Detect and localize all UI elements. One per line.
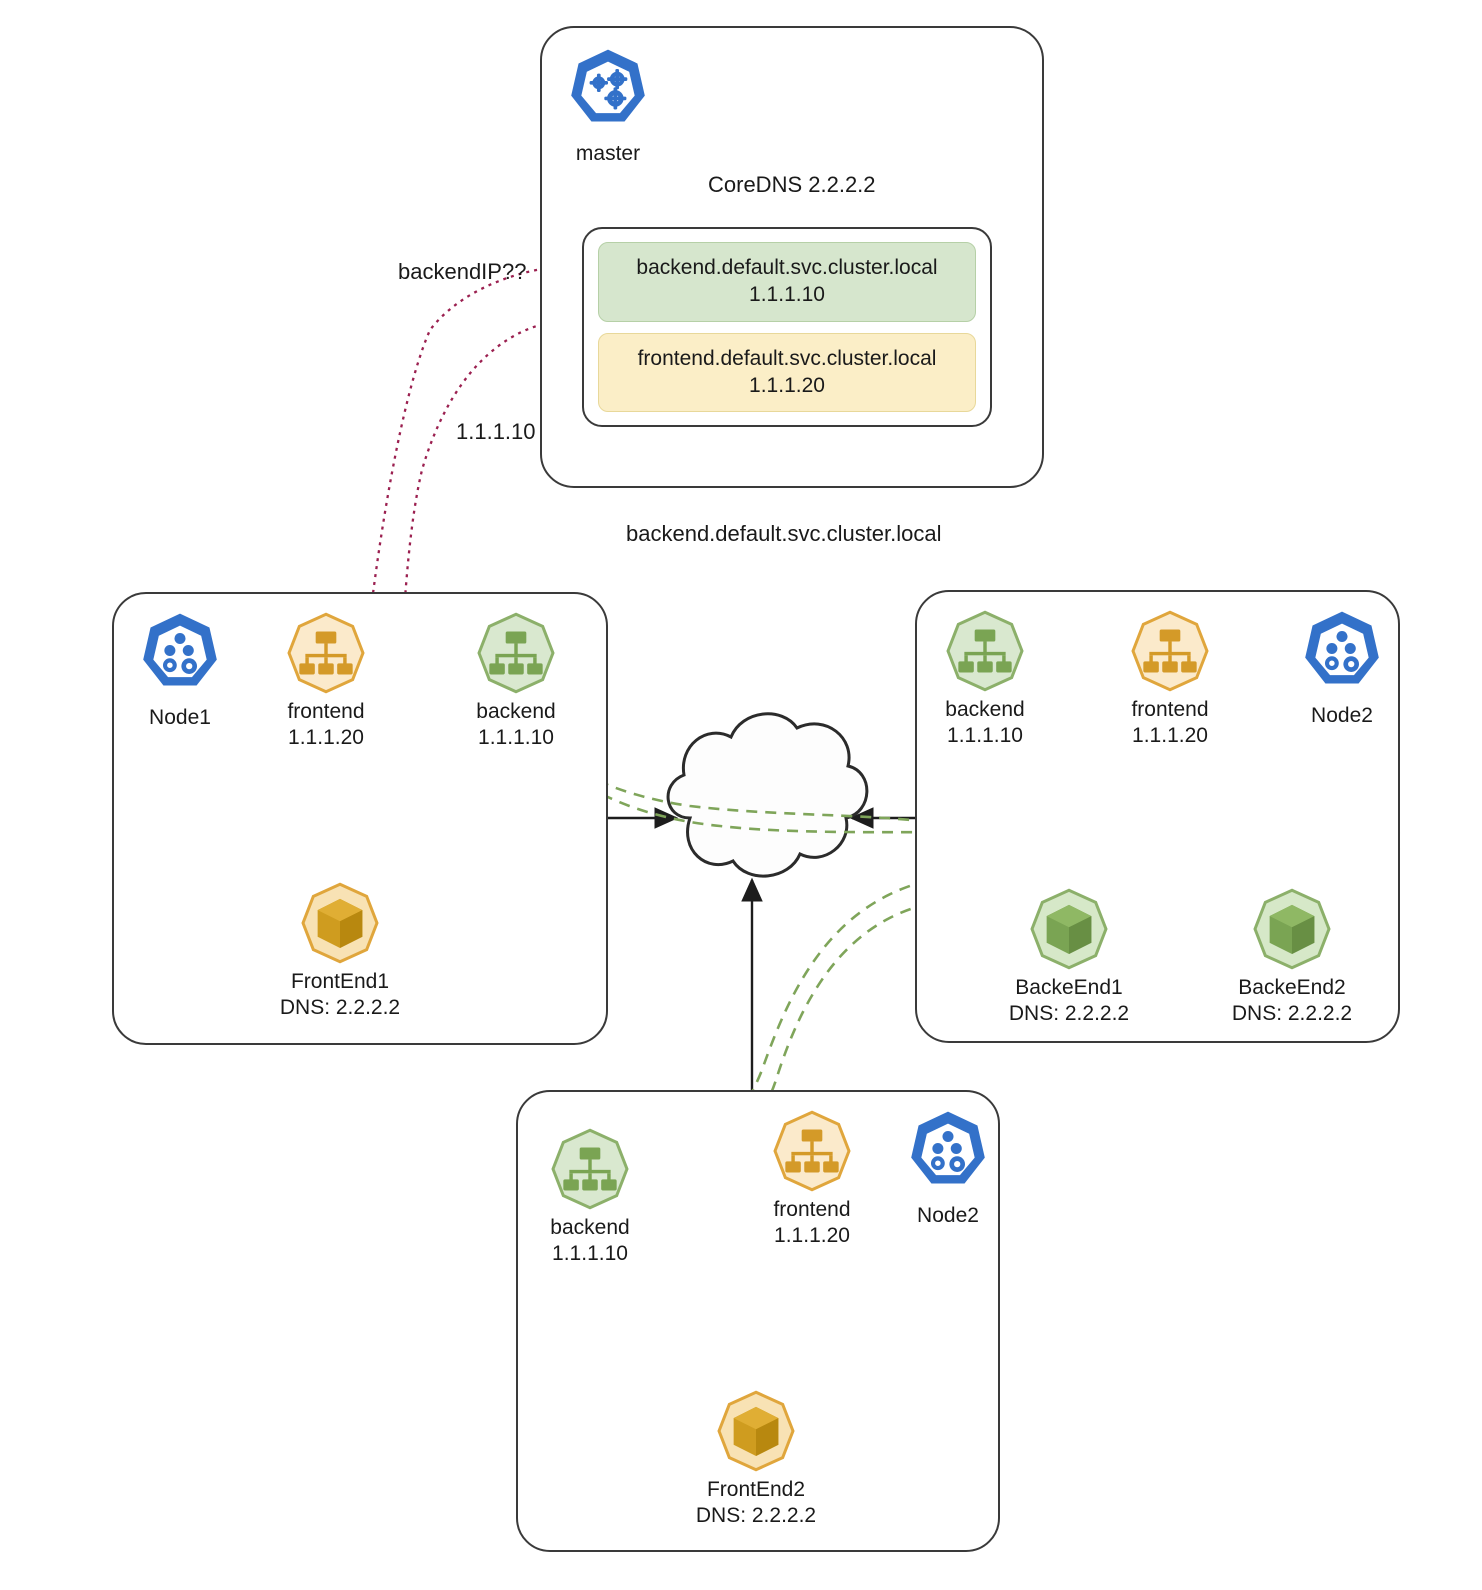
node2r-backend-service[interactable]: backend 1.1.1.10 (905, 608, 1065, 748)
backeend2-pod-label: BackeEnd2 (1238, 976, 1346, 999)
node2r-backend-service-ip: 1.1.1.10 (947, 723, 1023, 747)
cloud-icon (666, 712, 869, 878)
coredns-label: CoreDNS 2.2.2.2 (708, 172, 876, 197)
node2r-frontend-service-label: frontend (1131, 698, 1209, 721)
dns-query-label: backendIP?? (398, 259, 527, 284)
node1-backend-service-label: backend (476, 700, 556, 723)
service-icon (1131, 610, 1209, 692)
pod-icon (301, 882, 379, 964)
kubernetes-node-icon (1305, 611, 1379, 684)
master-label: master (575, 142, 641, 165)
node2b-frontend-service-label: frontend (773, 1198, 851, 1221)
dns-record-frontend[interactable]: frontend.default.svc.cluster.local 1.1.1… (598, 332, 976, 413)
backeend1-pod[interactable]: BackeEnd1 DNS: 2.2.2.2 (989, 886, 1149, 1026)
dns-record-backend-ip: 1.1.1.10 (749, 283, 825, 307)
service-icon (551, 1128, 629, 1210)
kubernetes-node-icon (143, 613, 217, 686)
kubernetes-node-icon (911, 1111, 985, 1184)
node1-frontend-service[interactable]: frontend 1.1.1.20 (246, 610, 406, 750)
service-fqdn-label: backend.default.svc.cluster.local (626, 521, 942, 546)
dns-record-backend[interactable]: backend.default.svc.cluster.local 1.1.1.… (598, 242, 976, 322)
node2r-node[interactable]: Node2 (1262, 608, 1422, 729)
dns-record-backend-host: backend.default.svc.cluster.local (636, 256, 938, 279)
frontend1-pod-dns: DNS: 2.2.2.2 (279, 995, 401, 1019)
node2r-frontend-service[interactable]: frontend 1.1.1.20 (1090, 608, 1250, 748)
kubernetes-node-icon (571, 49, 645, 122)
backeend1-pod-label: BackeEnd1 (1015, 976, 1123, 999)
service-icon (773, 1110, 851, 1192)
node2r-node-label: Node2 (1311, 704, 1373, 727)
pod-icon (1030, 888, 1108, 970)
master-node[interactable]: master (528, 46, 688, 167)
backeend2-pod[interactable]: BackeEnd2 DNS: 2.2.2.2 (1212, 886, 1372, 1026)
frontend2-pod-label: FrontEnd2 (706, 1478, 806, 1501)
dns-record-frontend-ip: 1.1.1.20 (749, 373, 825, 397)
node2b-backend-service[interactable]: backend 1.1.1.10 (510, 1126, 670, 1266)
node1-label: Node1 (149, 706, 211, 729)
node1-backend-service[interactable]: backend 1.1.1.10 (436, 610, 596, 750)
frontend2-pod-dns: DNS: 2.2.2.2 (695, 1503, 817, 1527)
service-icon (287, 612, 365, 694)
node2r-backend-service-label: backend (945, 698, 1025, 721)
node1-backend-service-ip: 1.1.1.10 (478, 725, 554, 749)
dns-response-label: 1.1.1.10 (456, 419, 536, 444)
node1-frontend-service-ip: 1.1.1.20 (288, 725, 364, 749)
node1-frontend-service-label: frontend (287, 700, 365, 723)
node2b-backend-service-label: backend (550, 1216, 630, 1239)
service-icon (477, 612, 555, 694)
node2b-frontend-service[interactable]: frontend 1.1.1.20 (732, 1108, 892, 1248)
node2b-node-label: Node2 (917, 1204, 979, 1227)
dns-record-frontend-host: frontend.default.svc.cluster.local (637, 346, 937, 370)
node2r-frontend-service-ip: 1.1.1.20 (1132, 723, 1208, 747)
node2b-frontend-service-ip: 1.1.1.20 (774, 1223, 850, 1247)
frontend1-pod-label: FrontEnd1 (290, 970, 390, 993)
pod-icon (717, 1390, 795, 1472)
frontend2-pod[interactable]: FrontEnd2 DNS: 2.2.2.2 (676, 1388, 836, 1528)
pod-icon (1253, 888, 1331, 970)
frontend1-pod[interactable]: FrontEnd1 DNS: 2.2.2.2 (260, 880, 420, 1020)
backeend2-pod-dns: DNS: 2.2.2.2 (1231, 1001, 1353, 1025)
backeend1-pod-dns: DNS: 2.2.2.2 (1008, 1001, 1130, 1025)
service-icon (946, 610, 1024, 692)
node2b-node[interactable]: Node2 (868, 1108, 1028, 1229)
node2b-backend-service-ip: 1.1.1.10 (552, 1241, 628, 1265)
node1-node[interactable]: Node1 (100, 610, 260, 731)
coredns-records-panel: backend.default.svc.cluster.local 1.1.1.… (582, 227, 992, 428)
